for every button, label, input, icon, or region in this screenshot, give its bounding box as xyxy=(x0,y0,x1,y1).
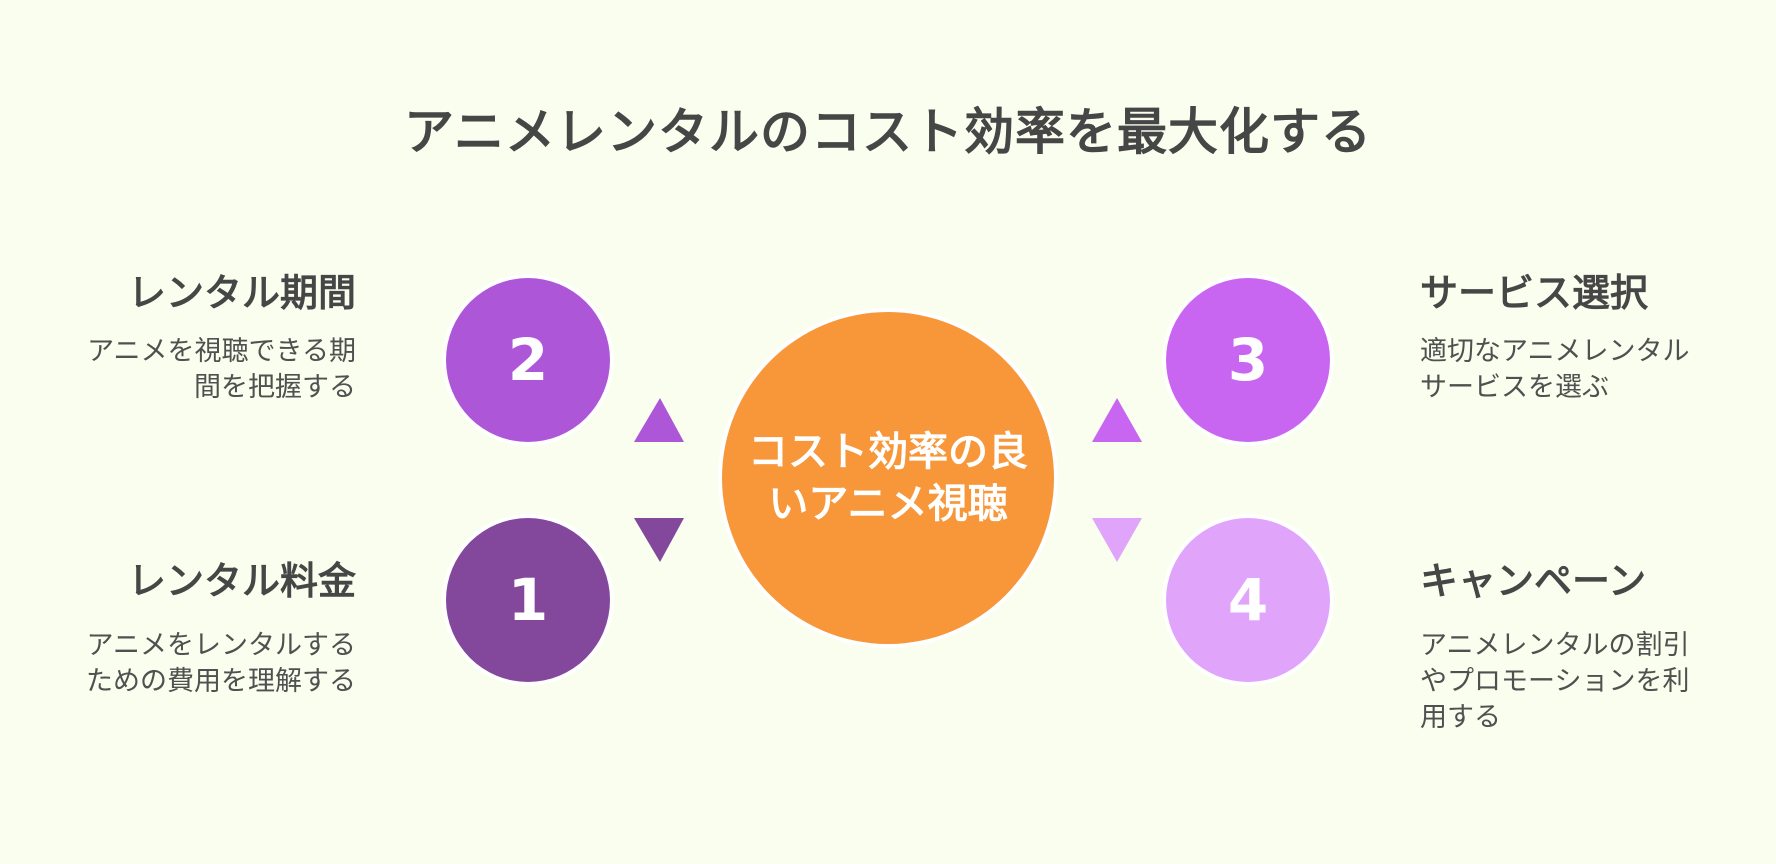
step-number-1: 1 xyxy=(507,566,549,634)
step-number-2: 2 xyxy=(507,326,549,394)
step-number-3: 3 xyxy=(1227,326,1269,394)
step-circle-4: 4 xyxy=(1166,518,1330,682)
heading-service-selection: サービス選択 xyxy=(1420,271,1649,315)
desc-service-selection: 適切なアニメレンタルサービスを選ぶ xyxy=(1420,336,1690,403)
step-circle-3: 3 xyxy=(1166,278,1330,442)
arrow-down-icon-right xyxy=(1092,518,1142,562)
step-number-4: 4 xyxy=(1227,566,1269,634)
step-circle-1: 1 xyxy=(446,518,610,682)
desc-rental-period: アニメを視聴できる期間を把握する xyxy=(87,336,356,403)
heading-campaign: キャンペーン xyxy=(1420,559,1647,603)
desc-campaign: アニメレンタルの割引やプロモーションを利用する xyxy=(1420,630,1690,733)
heading-rental-fee: レンタル料金 xyxy=(127,559,356,603)
page-title: アニメレンタルのコスト効率を最大化する xyxy=(404,103,1372,161)
arrow-up-icon-left xyxy=(634,398,684,442)
center-circle: コスト効率の良いアニメ視聴 xyxy=(722,312,1054,644)
heading-rental-period: レンタル期間 xyxy=(127,271,356,315)
desc-rental-fee: アニメをレンタルするための費用を理解する xyxy=(86,630,356,697)
center-label: コスト効率の良いアニメ視聴 xyxy=(748,429,1028,527)
step-circle-2: 2 xyxy=(446,278,610,442)
arrow-up-icon-right xyxy=(1092,398,1142,442)
arrow-down-icon-left xyxy=(634,518,684,562)
